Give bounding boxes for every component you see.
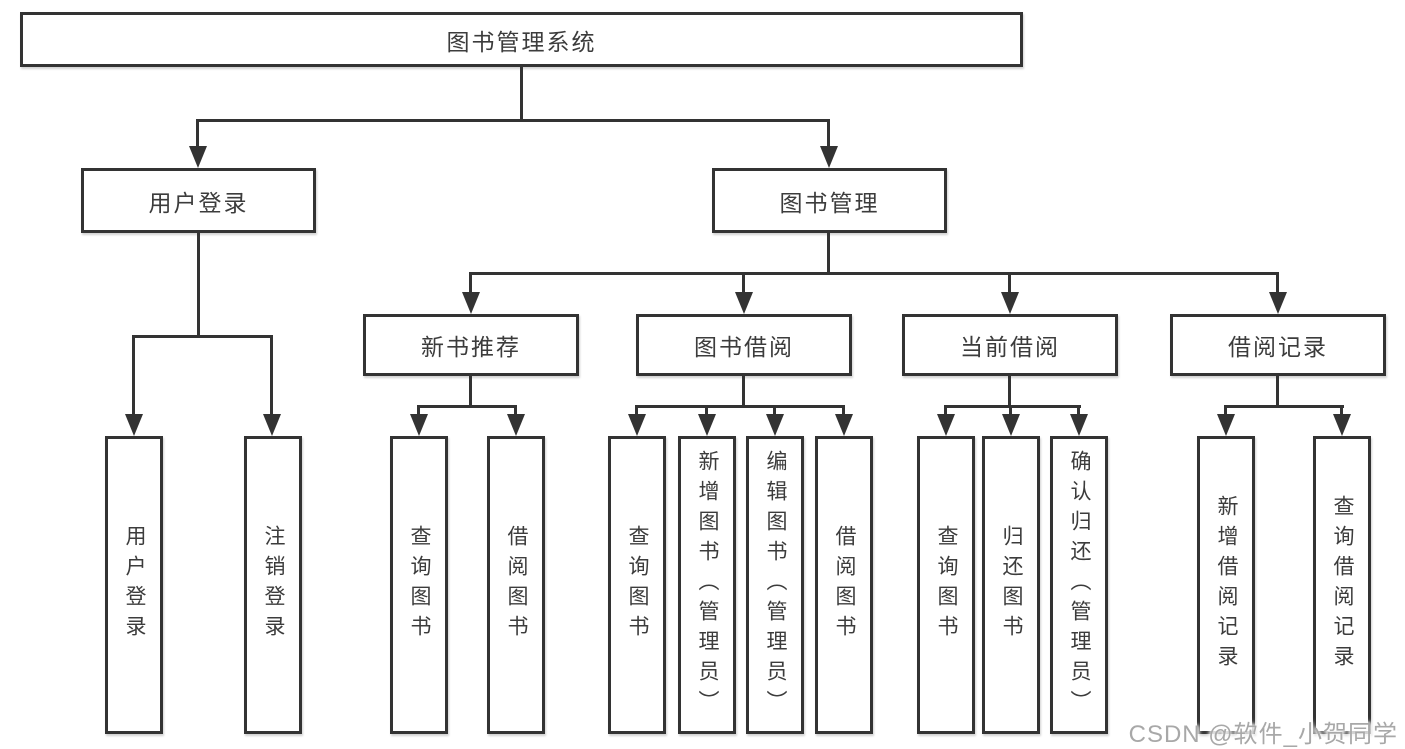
connector-line <box>635 405 845 408</box>
arrow-down-icon <box>820 146 838 168</box>
arrow-down-icon <box>628 414 646 436</box>
arrow-down-icon <box>766 414 784 436</box>
connector-line <box>132 335 135 416</box>
leaf-query-borrow-record: 查询借阅记录 <box>1313 436 1371 734</box>
connector-line <box>469 272 472 294</box>
connector-line <box>1224 405 1227 416</box>
leaf-query-books-recommend: 查询图书 <box>390 436 448 734</box>
node-new-book-recommendation: 新书推荐 <box>363 314 579 376</box>
leaf-user-login: 用户登录 <box>105 436 163 734</box>
node-user-login-branch: 用户登录 <box>81 168 316 233</box>
node-root: 图书管理系统 <box>20 12 1023 67</box>
connector-line <box>827 233 830 275</box>
arrow-down-icon <box>1002 414 1020 436</box>
arrow-down-icon <box>1001 292 1019 314</box>
leaf-query-books-borrowing: 查询图书 <box>608 436 666 734</box>
leaf-logout: 注销登录 <box>244 436 302 734</box>
arrow-down-icon <box>735 292 753 314</box>
connector-line <box>270 335 273 416</box>
arrow-down-icon <box>189 146 207 168</box>
connector-line <box>773 405 776 416</box>
arrow-down-icon <box>1269 292 1287 314</box>
connector-line <box>827 119 830 148</box>
connector-line <box>944 405 1081 408</box>
leaf-query-books-current: 查询图书 <box>917 436 975 734</box>
connector-line <box>417 405 420 416</box>
connector-line <box>742 272 745 294</box>
connector-line <box>1077 405 1080 416</box>
arrow-down-icon <box>462 292 480 314</box>
leaf-edit-book-admin: 编辑图书（管理员） <box>746 436 804 734</box>
node-book-borrowing: 图书借阅 <box>636 314 852 376</box>
connector-line <box>1008 376 1011 407</box>
node-borrowing-records: 借阅记录 <box>1170 314 1386 376</box>
connector-line <box>132 335 273 338</box>
connector-line <box>469 272 1279 275</box>
arrow-down-icon <box>937 414 955 436</box>
node-current-borrowing: 当前借阅 <box>902 314 1118 376</box>
connector-line <box>1276 376 1279 407</box>
leaf-confirm-return-admin: 确认归还（管理员） <box>1050 436 1108 734</box>
connector-line <box>1008 272 1011 294</box>
connector-line <box>1340 405 1343 416</box>
connector-line <box>197 119 830 122</box>
leaf-add-borrow-record: 新增借阅记录 <box>1197 436 1255 734</box>
connector-line <box>1009 405 1012 416</box>
connector-line <box>196 119 199 148</box>
connector-line <box>842 405 845 416</box>
connector-line <box>520 67 523 122</box>
arrow-down-icon <box>263 414 281 436</box>
leaf-borrow-books: 借阅图书 <box>815 436 873 734</box>
arrow-down-icon <box>125 414 143 436</box>
arrow-down-icon <box>1333 414 1351 436</box>
arrow-down-icon <box>1070 414 1088 436</box>
connector-line <box>197 233 200 337</box>
arrow-down-icon <box>835 414 853 436</box>
connector-line <box>742 376 745 407</box>
leaf-add-book-admin: 新增图书（管理员） <box>678 436 736 734</box>
connector-line <box>1224 405 1344 408</box>
connector-line <box>944 405 947 416</box>
connector-line <box>1276 272 1279 294</box>
connector-line <box>417 405 517 408</box>
connector-line <box>514 405 517 416</box>
arrow-down-icon <box>507 414 525 436</box>
node-book-management: 图书管理 <box>712 168 947 233</box>
connector-line <box>635 405 638 416</box>
leaf-borrow-books-recommend: 借阅图书 <box>487 436 545 734</box>
csdn-watermark: CSDN @软件_小贺同学 <box>1128 721 1398 748</box>
connector-line <box>705 405 708 416</box>
connector-line <box>469 376 472 407</box>
arrow-down-icon <box>698 414 716 436</box>
arrow-down-icon <box>410 414 428 436</box>
arrow-down-icon <box>1217 414 1235 436</box>
leaf-return-book: 归还图书 <box>982 436 1040 734</box>
